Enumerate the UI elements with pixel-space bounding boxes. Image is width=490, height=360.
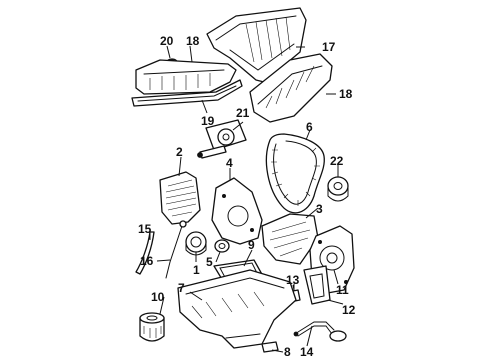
valve-cover-left xyxy=(135,59,237,95)
callout-18-left: 18 xyxy=(186,34,200,48)
callout-6: 6 xyxy=(306,120,313,134)
valve-cover-right xyxy=(249,53,333,123)
callout-labels: 20 18 19 17 18 21 6 22 2 4 3 15 16 1 5 9… xyxy=(138,34,356,359)
idler-pulley xyxy=(327,176,349,202)
callout-21: 21 xyxy=(236,106,250,120)
callout-22: 22 xyxy=(330,154,344,168)
timing-cover-upper xyxy=(159,171,201,225)
callout-20: 20 xyxy=(160,34,174,48)
crankshaft-seal xyxy=(214,239,230,253)
dipstick-tube xyxy=(135,231,155,275)
timing-cover-lower xyxy=(211,177,263,245)
callout-4: 4 xyxy=(226,156,233,170)
oil-pump-plate xyxy=(303,265,331,305)
callout-16: 16 xyxy=(140,254,154,268)
callout-8: 8 xyxy=(284,345,291,359)
callout-17: 17 xyxy=(322,40,336,54)
oil-filter xyxy=(139,312,165,342)
callout-1: 1 xyxy=(193,263,200,277)
crankshaft-pulley xyxy=(185,231,207,256)
callout-7: 7 xyxy=(178,281,185,295)
callout-10: 10 xyxy=(151,290,165,304)
callout-3: 3 xyxy=(316,202,323,216)
callout-19: 19 xyxy=(201,114,215,128)
callout-12: 12 xyxy=(342,303,356,317)
dipstick xyxy=(165,220,187,279)
timing-cover-back xyxy=(261,213,319,265)
callout-2: 2 xyxy=(176,145,183,159)
leader-lines xyxy=(149,45,344,353)
timing-belt xyxy=(265,133,325,214)
callout-9: 9 xyxy=(248,238,255,252)
drain-plug xyxy=(261,341,279,353)
callout-11: 11 xyxy=(336,283,349,297)
oil-pan xyxy=(177,269,297,349)
callout-5: 5 xyxy=(206,255,213,269)
callout-14: 14 xyxy=(300,345,314,359)
valve-cover-gasket xyxy=(131,79,243,107)
callout-18-right: 18 xyxy=(339,87,353,101)
callout-15: 15 xyxy=(138,222,152,236)
oil-pickup-tube xyxy=(293,321,347,342)
callout-13: 13 xyxy=(286,273,300,287)
